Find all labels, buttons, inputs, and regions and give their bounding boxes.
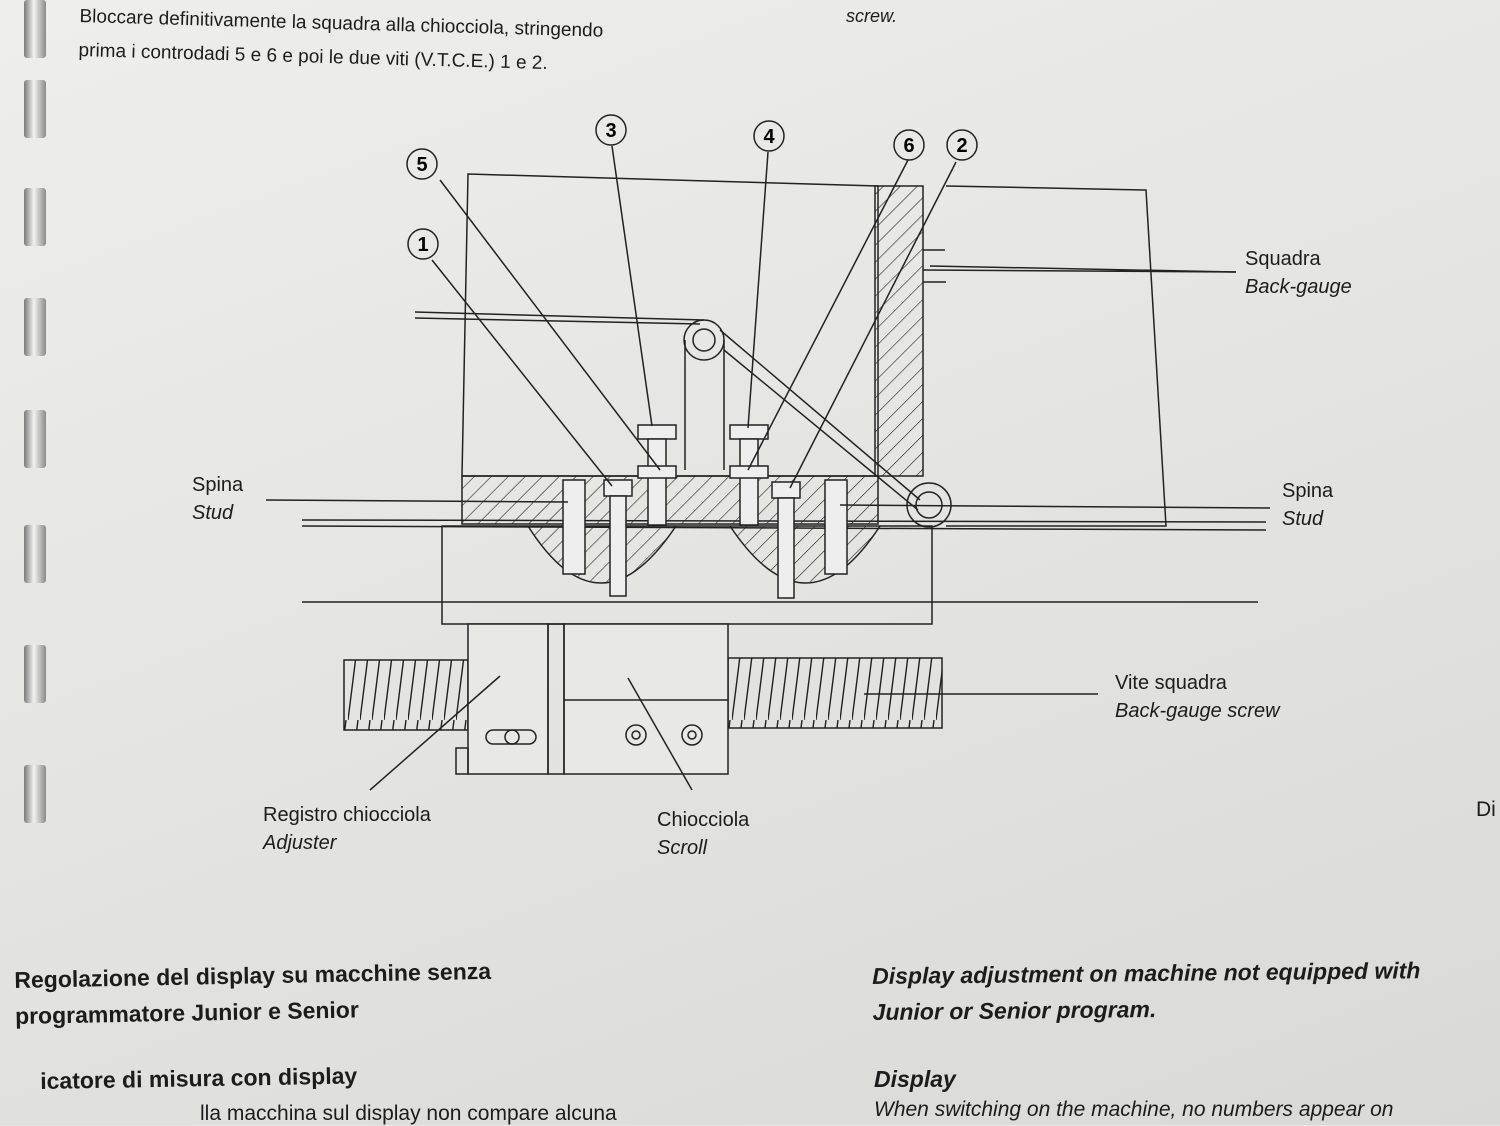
- callout-3-number: 3: [605, 120, 616, 142]
- callout-3: [595, 114, 627, 146]
- scroll-block: [563, 623, 729, 775]
- leader-squadra: [929, 265, 1237, 273]
- label-spina-left: Spina Stud: [192, 474, 244, 524]
- callout-5-number: 5: [416, 154, 427, 176]
- binder-ring: [24, 525, 46, 583]
- backgauge-plate: [874, 185, 924, 477]
- pulley-top: [683, 319, 725, 361]
- callout-2: [946, 129, 978, 161]
- callout-6-number: 6: [903, 135, 914, 157]
- bolt-4: [739, 438, 759, 526]
- callout-1: [407, 228, 439, 260]
- scroll-left-section: [527, 525, 677, 584]
- binder-ring: [24, 80, 46, 138]
- screw-1: [609, 495, 627, 597]
- adjuster-block: [467, 623, 549, 775]
- stud-right: [824, 479, 848, 575]
- screw-thread-right: [727, 657, 943, 729]
- nut-5: [637, 465, 677, 479]
- nut-6: [729, 465, 769, 479]
- screw-2: [777, 497, 795, 599]
- callout-4: [753, 120, 785, 152]
- right-column-fragment: screw.: [846, 6, 898, 26]
- binder-ring: [24, 188, 46, 246]
- screw-thread-left: [343, 659, 469, 731]
- label-squadra: Squadra Back-gauge: [1245, 248, 1352, 298]
- scroll-right-section: [729, 525, 881, 584]
- binder-ring: [24, 0, 46, 58]
- heading-english: Display adjustment on machine not equipp…: [872, 957, 1421, 1025]
- base-plate: [461, 475, 879, 525]
- label-chiocciola: Chiocciola Scroll: [657, 809, 750, 859]
- body-english: When switching on the machine, no number…: [874, 1098, 1394, 1121]
- binder-ring: [24, 298, 46, 356]
- stud-left: [562, 479, 586, 575]
- callout-6: [893, 129, 925, 161]
- backgauge-body: [945, 185, 1167, 527]
- body-italian: lla macchina sul display non compare alc…: [200, 1102, 617, 1125]
- subheading-english: Display: [874, 1066, 956, 1092]
- heading-italian: Regolazione del display su macchine senz…: [14, 957, 492, 1029]
- callout-2-number: 2: [956, 135, 967, 157]
- callout-5: [406, 148, 438, 180]
- binder-ring: [24, 765, 46, 823]
- edge-fragment: Di: [1476, 798, 1496, 821]
- binder-rings: [0, 0, 60, 1125]
- label-vite-squadra: Vite squadra Back-gauge screw: [1115, 672, 1280, 722]
- label-spina-right: Spina Stud: [1282, 480, 1334, 530]
- callout-1-number: 1: [417, 234, 428, 256]
- subheading-italian: icatore di misura con display: [40, 1062, 358, 1094]
- label-registro: Registro chiocciola Adjuster: [263, 804, 431, 854]
- binder-ring: [24, 410, 46, 468]
- binder-ring: [24, 645, 46, 703]
- bolt-3: [647, 438, 667, 526]
- callout-4-number: 4: [763, 126, 775, 148]
